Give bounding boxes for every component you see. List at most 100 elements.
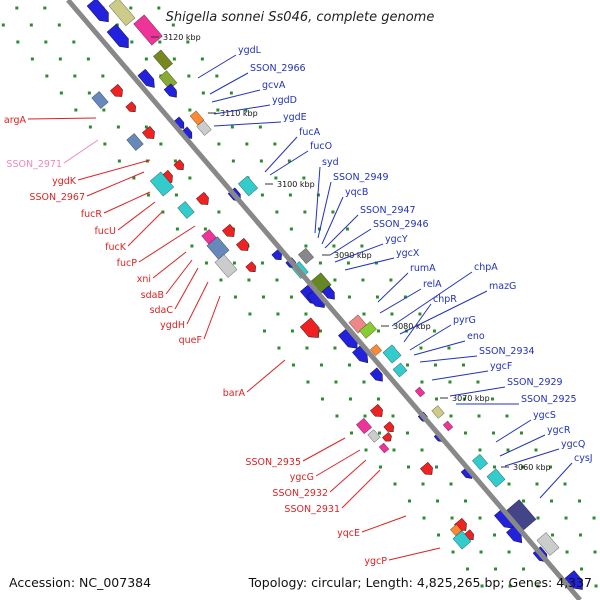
guide-dot bbox=[490, 397, 494, 401]
gene-arrow bbox=[196, 191, 209, 205]
label-leader bbox=[321, 196, 344, 245]
gene-block bbox=[450, 524, 462, 536]
guide-dot bbox=[159, 142, 163, 146]
guide-dot bbox=[15, 6, 19, 10]
guide-dot bbox=[144, 57, 148, 61]
label-leader bbox=[431, 370, 489, 381]
gene-label-reverse: yqcE bbox=[337, 528, 360, 539]
gene-block bbox=[359, 321, 377, 339]
guide-dot bbox=[478, 448, 482, 452]
guide-dot bbox=[449, 414, 453, 418]
gene-block bbox=[370, 344, 382, 356]
guide-dot bbox=[320, 397, 324, 401]
guide-dot bbox=[478, 516, 482, 520]
label-leader bbox=[246, 359, 286, 393]
guide-dot bbox=[551, 533, 555, 537]
guide-dot bbox=[58, 57, 62, 61]
guide-dot bbox=[287, 159, 291, 163]
guide-dot bbox=[535, 482, 539, 486]
gene-arrow bbox=[173, 159, 184, 171]
gene-label-forward: syd bbox=[322, 157, 339, 168]
guide-dot bbox=[115, 23, 119, 27]
label-leader bbox=[63, 139, 99, 164]
guide-dot bbox=[130, 40, 134, 44]
gene-label-forward: gcvA bbox=[262, 80, 286, 91]
label-leader bbox=[317, 181, 332, 239]
label-leader bbox=[209, 72, 249, 95]
label-leader bbox=[344, 257, 395, 271]
guide-dot bbox=[493, 533, 497, 537]
gene-label-forward: chpR bbox=[433, 294, 457, 305]
gene-label-forward: eno bbox=[467, 331, 485, 342]
gene-label-reverse: argA bbox=[4, 115, 27, 126]
guide-dot bbox=[408, 499, 412, 503]
guide-dot bbox=[258, 125, 262, 129]
guide-dot bbox=[290, 329, 294, 333]
guide-dot bbox=[466, 567, 470, 571]
tick-label: 3100 kbp bbox=[277, 180, 315, 189]
gene-arrow bbox=[564, 570, 583, 590]
guide-dot bbox=[507, 482, 511, 486]
label-leader bbox=[213, 121, 282, 127]
guide-dot bbox=[335, 414, 339, 418]
guide-dot bbox=[519, 431, 523, 435]
gene-label-forward: ygdE bbox=[283, 112, 307, 123]
guide-dot bbox=[349, 431, 353, 435]
gene-arrow bbox=[125, 101, 136, 113]
guide-dot bbox=[448, 380, 452, 384]
label-leader bbox=[419, 355, 478, 363]
guide-dot bbox=[360, 244, 364, 248]
guide-dot bbox=[244, 108, 248, 112]
guide-dot bbox=[507, 550, 511, 554]
guide-dot bbox=[377, 431, 381, 435]
guide-dot bbox=[450, 516, 454, 520]
guide-dot bbox=[275, 210, 279, 214]
gene-label-forward: ygcF bbox=[490, 361, 512, 372]
tick-label: 3110 kbp bbox=[220, 109, 258, 118]
guide-dot bbox=[201, 91, 205, 95]
guide-dot bbox=[434, 397, 438, 401]
guide-dot bbox=[549, 465, 553, 469]
guide-dot bbox=[103, 142, 107, 146]
guide-dot bbox=[491, 431, 495, 435]
guide-dot bbox=[260, 193, 264, 197]
label-leader bbox=[77, 159, 151, 181]
guide-dot bbox=[260, 261, 264, 265]
guide-dot bbox=[436, 499, 440, 503]
guide-dot bbox=[451, 550, 455, 554]
guide-dot bbox=[1, 23, 5, 27]
label-leader bbox=[449, 386, 506, 397]
guide-dot bbox=[304, 312, 308, 316]
gene-label-forward: SSON_2949 bbox=[333, 172, 389, 183]
gene-arrow bbox=[420, 461, 433, 475]
gene-label-forward: ygcY bbox=[385, 234, 408, 245]
guide-dot bbox=[334, 380, 338, 384]
guide-dot bbox=[376, 397, 380, 401]
guide-dot bbox=[420, 380, 424, 384]
guide-dot bbox=[391, 414, 395, 418]
guide-dot bbox=[29, 23, 33, 27]
guide-dot bbox=[129, 6, 133, 10]
guide-dot bbox=[435, 465, 439, 469]
guide-dot bbox=[174, 193, 178, 197]
label-leader bbox=[186, 281, 209, 325]
gene-label-forward: SSON_2946 bbox=[373, 219, 429, 230]
gene-label-reverse: fucR bbox=[81, 209, 103, 220]
guide-dot bbox=[132, 176, 136, 180]
guide-dot bbox=[480, 584, 484, 588]
gene-block bbox=[238, 175, 258, 197]
label-leader bbox=[86, 171, 145, 197]
guide-dot bbox=[432, 329, 436, 333]
gene-arrow bbox=[321, 285, 335, 300]
guide-dot bbox=[306, 380, 310, 384]
label-leader bbox=[315, 449, 361, 477]
guide-dot bbox=[30, 57, 34, 61]
guide-dot bbox=[505, 414, 509, 418]
guide-dot bbox=[594, 584, 598, 588]
guide-dot bbox=[592, 516, 596, 520]
gene-block bbox=[196, 120, 212, 136]
guide-dot bbox=[362, 380, 366, 384]
gene-label-reverse: fucU bbox=[94, 226, 116, 237]
genome-title: Shigella sonnei Ss046, complete genome bbox=[165, 10, 435, 25]
